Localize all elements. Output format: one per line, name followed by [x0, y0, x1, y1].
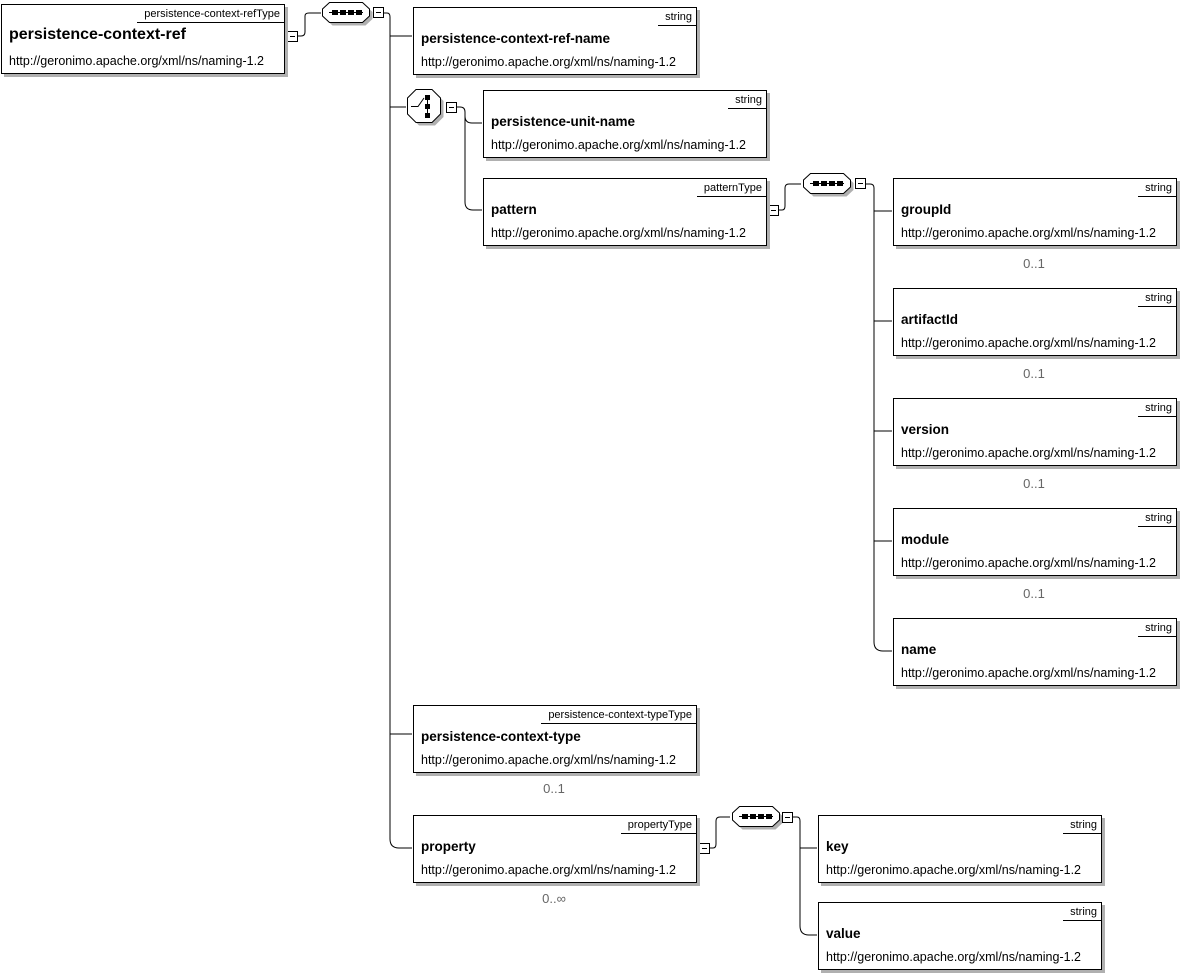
choice-icon[interactable] [406, 88, 450, 132]
element-box-persistence-unit-name[interactable]: string persistence-unit-name http://gero… [483, 90, 767, 158]
element-namespace-label: http://geronimo.apache.org/xml/ns/naming… [421, 55, 676, 69]
element-name-label: persistence-context-ref-name [421, 31, 611, 46]
element-namespace-label: http://geronimo.apache.org/xml/ns/naming… [901, 446, 1156, 460]
collapse-expander-icon[interactable] [699, 843, 710, 854]
cardinality-label-persistence-context-type: 0..1 [543, 781, 565, 796]
collapse-expander-icon[interactable] [782, 812, 793, 823]
element-namespace-label: http://geronimo.apache.org/xml/ns/naming… [901, 556, 1156, 570]
collapse-expander-icon[interactable] [446, 102, 457, 113]
element-box-persistence-context-type[interactable]: persistence-context-typeType persistence… [413, 705, 697, 773]
element-name-label: key [826, 839, 849, 854]
minus-glyph [858, 183, 863, 184]
collapse-expander-icon[interactable] [373, 7, 384, 18]
element-box-artifactId[interactable]: string artifactId http://geronimo.apache… [893, 288, 1177, 356]
element-box-persistence-context-ref-name[interactable]: string persistence-context-ref-name http… [413, 7, 697, 75]
cardinality-label-artifactId: 0..1 [1023, 366, 1045, 381]
element-type-label: string [1063, 816, 1101, 834]
sequence-icon[interactable] [321, 1, 377, 31]
element-type-label: string [1138, 289, 1176, 307]
minus-glyph [290, 36, 295, 37]
element-namespace-label: http://geronimo.apache.org/xml/ns/naming… [901, 336, 1156, 350]
element-namespace-label: http://geronimo.apache.org/xml/ns/naming… [901, 226, 1156, 240]
element-type-label: string [1063, 903, 1101, 921]
element-type-label: string [1138, 399, 1176, 417]
minus-glyph [376, 12, 381, 13]
element-name-label: value [826, 926, 861, 941]
collapse-expander-icon[interactable] [855, 178, 866, 189]
element-name-label: name [901, 642, 937, 657]
element-namespace-label: http://geronimo.apache.org/xml/ns/naming… [421, 863, 676, 877]
element-namespace-label: http://geronimo.apache.org/xml/ns/naming… [491, 138, 746, 152]
element-name-label: persistence-unit-name [491, 114, 636, 129]
collapse-expander-icon[interactable] [287, 31, 298, 42]
element-type-label: persistence-context-typeType [541, 706, 696, 724]
collapse-expander-icon[interactable] [768, 205, 779, 216]
cardinality-label-groupId: 0..1 [1023, 256, 1045, 271]
element-name-label: module [901, 532, 950, 547]
cardinality-label-version: 0..1 [1023, 476, 1045, 491]
cardinality-label-module: 0..1 [1023, 586, 1045, 601]
element-box-groupId[interactable]: string groupId http://geronimo.apache.or… [893, 178, 1177, 246]
element-namespace-label: http://geronimo.apache.org/xml/ns/naming… [826, 863, 1081, 877]
element-box-module[interactable]: string module http://geronimo.apache.org… [893, 508, 1177, 576]
element-name-label: artifactId [901, 312, 959, 327]
element-name-label: persistence-context-ref [9, 26, 186, 43]
element-box-key[interactable]: string key http://geronimo.apache.org/xm… [818, 815, 1102, 883]
element-name-label: groupId [901, 202, 952, 217]
sequence-icon[interactable] [802, 172, 858, 202]
element-type-label: persistence-context-refType [137, 5, 284, 23]
element-box-property[interactable]: propertyType property http://geronimo.ap… [413, 815, 697, 883]
element-type-label: string [658, 8, 696, 26]
element-type-label: string [1138, 179, 1176, 197]
element-type-label: patternType [696, 179, 766, 197]
element-box-value[interactable]: string value http://geronimo.apache.org/… [818, 902, 1102, 970]
element-namespace-label: http://geronimo.apache.org/xml/ns/naming… [826, 950, 1081, 964]
element-name-label: version [901, 422, 950, 437]
minus-glyph [449, 107, 454, 108]
element-type-label: string [728, 91, 766, 109]
element-namespace-label: http://geronimo.apache.org/xml/ns/naming… [901, 666, 1156, 680]
minus-glyph [785, 817, 790, 818]
element-box-name[interactable]: string name http://geronimo.apache.org/x… [893, 618, 1177, 686]
element-namespace-label: http://geronimo.apache.org/xml/ns/naming… [9, 54, 264, 68]
element-box-pattern[interactable]: patternType pattern http://geronimo.apac… [483, 178, 767, 246]
element-type-label: propertyType [620, 816, 696, 834]
element-box-version[interactable]: string version http://geronimo.apache.or… [893, 398, 1177, 466]
sequence-icon[interactable] [731, 805, 787, 835]
minus-glyph [702, 848, 707, 849]
element-name-label: persistence-context-type [421, 729, 581, 744]
element-name-label: property [421, 839, 476, 854]
element-namespace-label: http://geronimo.apache.org/xml/ns/naming… [421, 753, 676, 767]
minus-glyph [771, 210, 776, 211]
element-type-label: string [1138, 619, 1176, 637]
element-type-label: string [1138, 509, 1176, 527]
element-box-persistence-context-ref[interactable]: persistence-context-refType persistence-… [1, 4, 285, 74]
element-name-label: pattern [491, 202, 537, 217]
cardinality-label-property: 0..∞ [542, 891, 566, 906]
element-namespace-label: http://geronimo.apache.org/xml/ns/naming… [491, 226, 746, 240]
